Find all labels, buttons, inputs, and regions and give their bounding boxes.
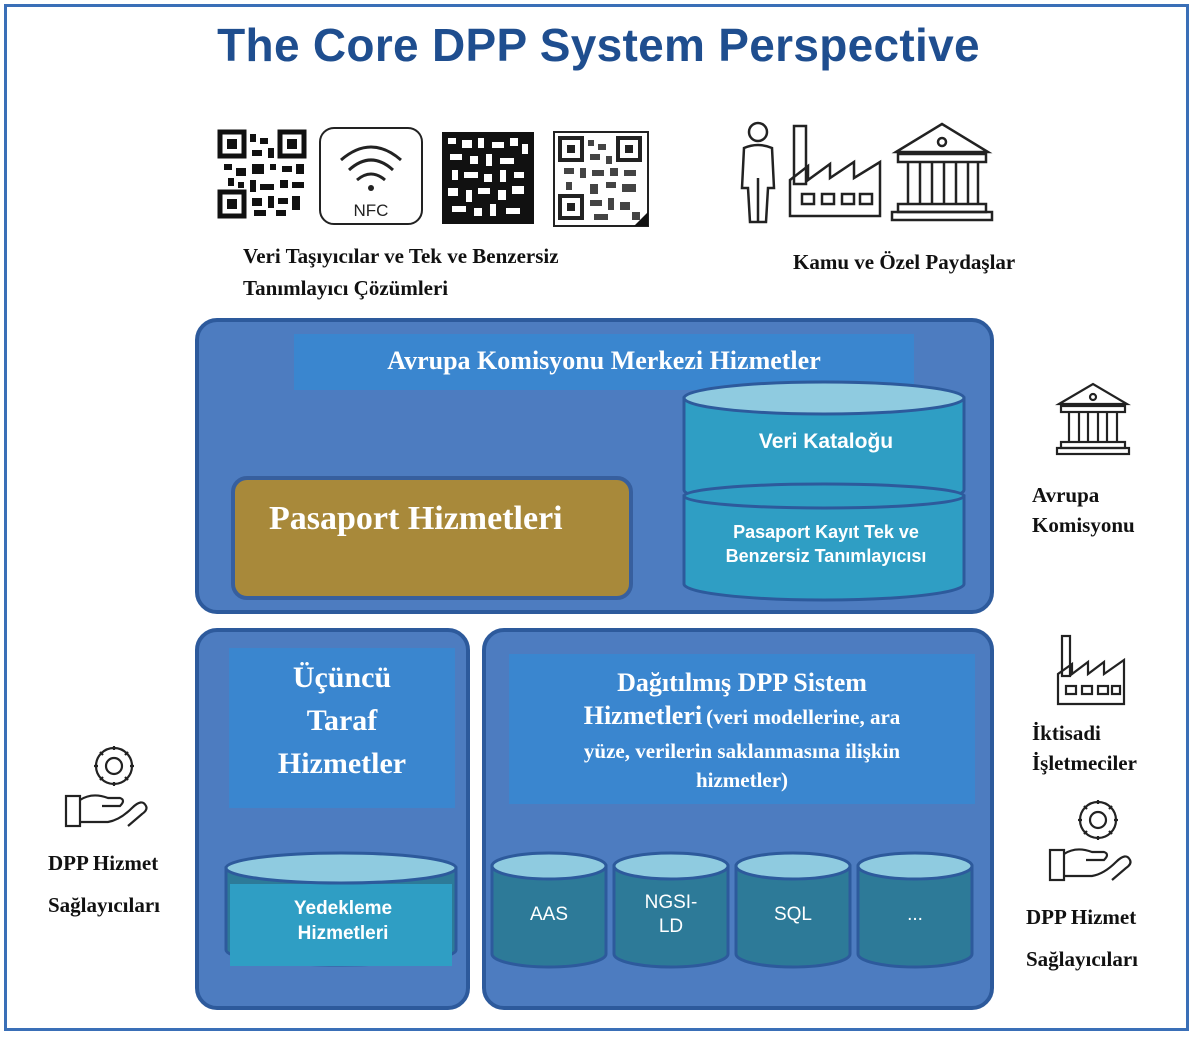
economic-operators-icon xyxy=(1056,634,1126,706)
distributed-services-banner: Dağıtılmış DPP Sistem Hizmetleri (veri m… xyxy=(509,654,975,804)
economic-operators-line2: İşletmeciler xyxy=(1032,751,1137,775)
registry-label-line1: Pasaport Kayıt Tek ve xyxy=(733,522,919,542)
economic-operators-label: İktisadi İşletmeciler xyxy=(1032,718,1137,778)
person-icon xyxy=(740,121,776,224)
dpp-providers-left-line2: Sağlayıcıları xyxy=(48,893,160,917)
backup-label-line2: Hizmetleri xyxy=(298,923,389,944)
stakeholder-icons xyxy=(740,121,994,224)
data-catalog-label: Veri Kataloğu xyxy=(759,430,893,453)
data-store-cylinders: AAS NGSI- LD SQL... xyxy=(490,851,974,969)
dpp-providers-label-left: DPP Hizmet Sağlayıcıları xyxy=(48,842,160,926)
economic-operators-line1: İktisadi xyxy=(1032,721,1101,745)
nfc-text: NFC xyxy=(354,201,389,220)
data-matrix-icon xyxy=(442,132,534,224)
third-party-services-banner: Üçüncü Taraf Hizmetler xyxy=(229,648,455,808)
dpp-providers-right-line2: Sağlayıcıları xyxy=(1026,947,1138,971)
european-commission-line1: Avrupa xyxy=(1032,483,1100,507)
dpp-provider-icon xyxy=(64,746,148,828)
factory-icon xyxy=(788,124,882,218)
registry-label-line2: Benzersiz Tanımlayıcısı xyxy=(726,546,927,566)
nfc-icon: NFC xyxy=(319,127,423,225)
data-store-label: ... xyxy=(907,904,923,925)
data-carriers-label-line2: Tanımlayıcı Çözümleri xyxy=(243,276,449,300)
distributed-line2-bold: Hizmetleri xyxy=(583,701,703,730)
data-carrier-icons: NFC xyxy=(217,127,649,227)
third-party-line1: Üçüncü xyxy=(292,661,392,694)
dpp-providers-right-line1: DPP Hizmet xyxy=(1026,905,1137,929)
government-building-icon xyxy=(890,122,994,222)
distributed-line3: yüze, verilerin saklanmasına ilişkin xyxy=(583,739,901,763)
distributed-line4: hizmetler) xyxy=(695,768,789,792)
diagram-title: The Core DPP System Perspective xyxy=(217,19,980,71)
distributed-line1: Dağıtılmış DPP Sistem xyxy=(617,668,867,697)
data-store-label: SQL xyxy=(774,904,812,925)
central-databases: Veri Kataloğu Pasaport Kayıt Tek ve Benz… xyxy=(682,380,966,602)
data-store-cylinder: AAS xyxy=(490,851,608,969)
data-carriers-label: Veri Taşıyıcılar ve Tek ve Benzersiz Tan… xyxy=(243,240,663,304)
dpp-providers-left-line1: DPP Hizmet xyxy=(48,851,159,875)
dpp-providers-label-right: DPP Hizmet Sağlayıcıları xyxy=(1026,896,1138,980)
backup-services-cylinder xyxy=(224,851,458,967)
backup-database: Yedekleme Hizmetleri xyxy=(224,851,458,967)
data-store-label: NGSI- xyxy=(645,892,698,913)
data-carriers-label-line1: Veri Taşıyıcılar ve Tek ve Benzersiz xyxy=(243,244,559,268)
third-party-line2: Taraf xyxy=(306,704,378,737)
data-store-cylinder: ... xyxy=(856,851,974,969)
distributed-line2-rest: (veri modellerine, ara xyxy=(706,705,901,729)
passport-services-box: Pasaport Hizmetleri xyxy=(231,476,633,600)
dpp-provider-icon xyxy=(1048,800,1132,882)
european-commission-line2: Komisyonu xyxy=(1032,513,1135,537)
data-store-label: AAS xyxy=(530,904,568,925)
qr-code-icon xyxy=(217,129,308,220)
european-commission-label: Avrupa Komisyonu xyxy=(1032,480,1135,540)
data-store-cylinder: SQL xyxy=(734,851,852,969)
european-commission-icon xyxy=(1055,382,1131,456)
qr-code-icon xyxy=(553,131,649,227)
passport-registry-cylinder xyxy=(682,482,966,602)
third-party-line3: Hizmetler xyxy=(277,747,407,780)
data-store-cylinder: NGSI- LD xyxy=(612,851,730,969)
distributed-line2: Hizmetleri (veri modellerine, ara xyxy=(509,700,975,736)
data-store-label: LD xyxy=(659,916,683,937)
stakeholders-label: Kamu ve Özel Paydaşlar xyxy=(793,250,1016,274)
backup-label-line1: Yedekleme xyxy=(294,898,392,919)
